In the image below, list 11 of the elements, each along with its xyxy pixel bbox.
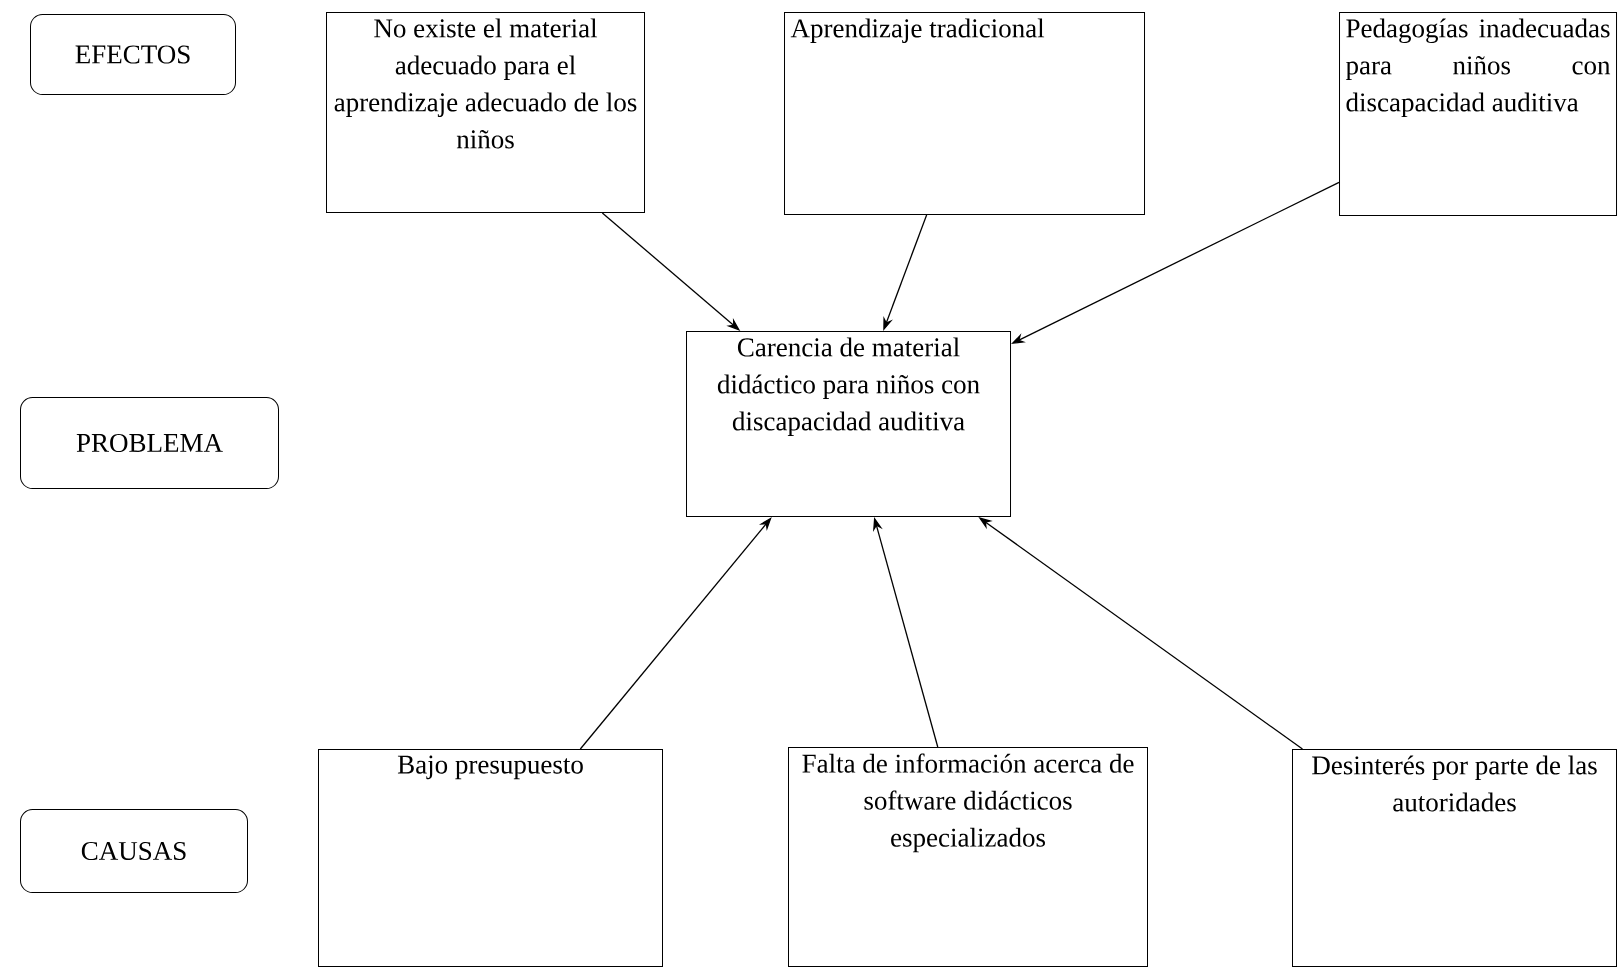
label-box: CAUSAS (20, 809, 248, 893)
text-box: Carencia de material didáctico para niños con discapacidad auditiva (686, 331, 1011, 517)
text-box: Aprendizaje tradicional (784, 12, 1145, 215)
text-box: Pedagogías inadecuadas para niños con discapacidad auditiva (1339, 12, 1617, 216)
text-box: No existe el material adecuado para el aprendizaje adecuado de los niños (326, 12, 645, 213)
text-box: Falta de información acerca de software didácticos especializados (788, 747, 1148, 967)
text-box: Bajo presupuesto (318, 749, 663, 967)
arrow (579, 517, 772, 750)
text-box: Desinterés por parte de las autoridades (1292, 749, 1617, 967)
label-box: PROBLEMA (20, 397, 279, 489)
label-box: EFECTOS (30, 14, 236, 95)
